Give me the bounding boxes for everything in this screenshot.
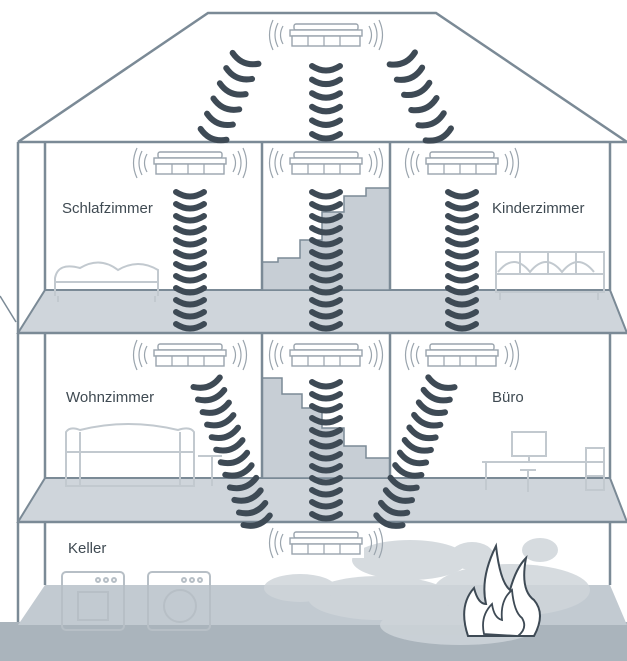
wave-stair-upper-down-arc [312, 204, 340, 209]
wave-kinderzimmer-down-arc [448, 264, 476, 269]
wave-attic-right-arc [411, 98, 438, 114]
wave-attic-center-arc [312, 80, 340, 85]
wave-wohnzimmer-diagonal-arc [225, 465, 253, 479]
wave-wohnzimmer-diagonal-arc [212, 428, 240, 442]
wave-kinderzimmer-down-arc [448, 192, 476, 197]
wave-schlafzimmer-down-arc [176, 264, 204, 269]
smoke-detector-icon-attic [270, 20, 383, 50]
wave-schlafzimmer-down-arc [176, 228, 204, 233]
wave-attic-center-arc [312, 107, 340, 112]
wave-attic-center-arc [312, 120, 340, 125]
wave-schlafzimmer-down-arc [176, 276, 204, 281]
wave-wohnzimmer-diagonal-arc [198, 390, 226, 404]
wave-attic-left-arc [212, 98, 240, 113]
wave-attic-left-arc [218, 83, 246, 98]
wave-attic-right-arc [404, 83, 431, 99]
smoke-detector-icon-stair-upper [270, 148, 383, 178]
wave-buero-diagonal-arc [427, 377, 455, 391]
wave-attic-right-arc [390, 52, 417, 68]
bed-icon-kids [496, 252, 604, 300]
wave-buero-diagonal-arc [398, 453, 426, 467]
wave-buero-diagonal-arc [422, 390, 450, 404]
wave-kinderzimmer-down-arc [448, 216, 476, 221]
wave-buero-diagonal-arc [403, 440, 431, 454]
room-label-buero: Büro [492, 389, 524, 406]
wave-kinderzimmer-down-arc [448, 204, 476, 209]
wave-schlafzimmer-down-arc [176, 288, 204, 293]
wave-schlafzimmer-down-arc [176, 216, 204, 221]
wave-wohnzimmer-diagonal-arc [207, 415, 235, 429]
wave-kinderzimmer-down-arc [448, 240, 476, 245]
room-label-wohnzimmer: Wohnzimmer [66, 389, 154, 406]
staircase-lower [262, 378, 390, 478]
wave-attic-center-arc [312, 93, 340, 98]
smoke-detector-icon-wohnzimmer [134, 340, 247, 370]
wave-schlafzimmer-down-arc [176, 192, 204, 197]
wave-attic-left-arc [205, 114, 233, 129]
pointer-line [0, 296, 16, 322]
smoke-detector-icon-kinderzimmer [406, 148, 519, 178]
wave-buero-diagonal-arc [417, 402, 445, 416]
wave-schlafzimmer-down-arc [176, 204, 204, 209]
wave-kinderzimmer-down-arc [448, 252, 476, 257]
wave-attic-center-arc [312, 66, 340, 71]
room-label-kinderzimmer: Kinderzimmer [492, 200, 585, 217]
wave-wohnzimmer-diagonal-arc [193, 377, 221, 391]
smoke-detector-icon-schlafzimmer [134, 148, 247, 178]
wave-stair-lower-down-arc [312, 406, 340, 411]
smoke-detector-icon-stair-lower [270, 340, 383, 370]
staircase-upper [262, 188, 390, 290]
wave-attic-center-arc [312, 134, 340, 139]
wave-stair-lower-down-arc [312, 382, 340, 387]
wave-attic-right-arc [418, 113, 445, 129]
room-label-keller: Keller [68, 540, 106, 557]
wave-wohnzimmer-diagonal-arc [203, 403, 231, 417]
wave-attic-left-arc [231, 53, 259, 68]
wave-stair-upper-down-arc [312, 192, 340, 197]
sofa-icon [66, 424, 222, 486]
wave-schlafzimmer-down-arc [176, 240, 204, 245]
wave-wohnzimmer-diagonal-arc [216, 440, 244, 454]
wave-attic-right-arc [397, 68, 424, 84]
wave-kinderzimmer-down-arc [448, 228, 476, 233]
wave-kinderzimmer-down-arc [448, 276, 476, 281]
wave-attic-left-arc [225, 68, 253, 83]
wave-wohnzimmer-diagonal-arc [221, 453, 249, 467]
wave-buero-diagonal-arc [408, 428, 436, 442]
room-label-schlafzimmer: Schlafzimmer [62, 200, 153, 217]
wave-schlafzimmer-down-arc [176, 252, 204, 257]
wave-stair-lower-down-arc [312, 394, 340, 399]
wave-buero-diagonal-arc [413, 415, 441, 429]
wave-kinderzimmer-down-arc [448, 288, 476, 293]
wave-stair-lower-down-arc [312, 418, 340, 423]
smoke-detector-icon-buero [406, 340, 519, 370]
